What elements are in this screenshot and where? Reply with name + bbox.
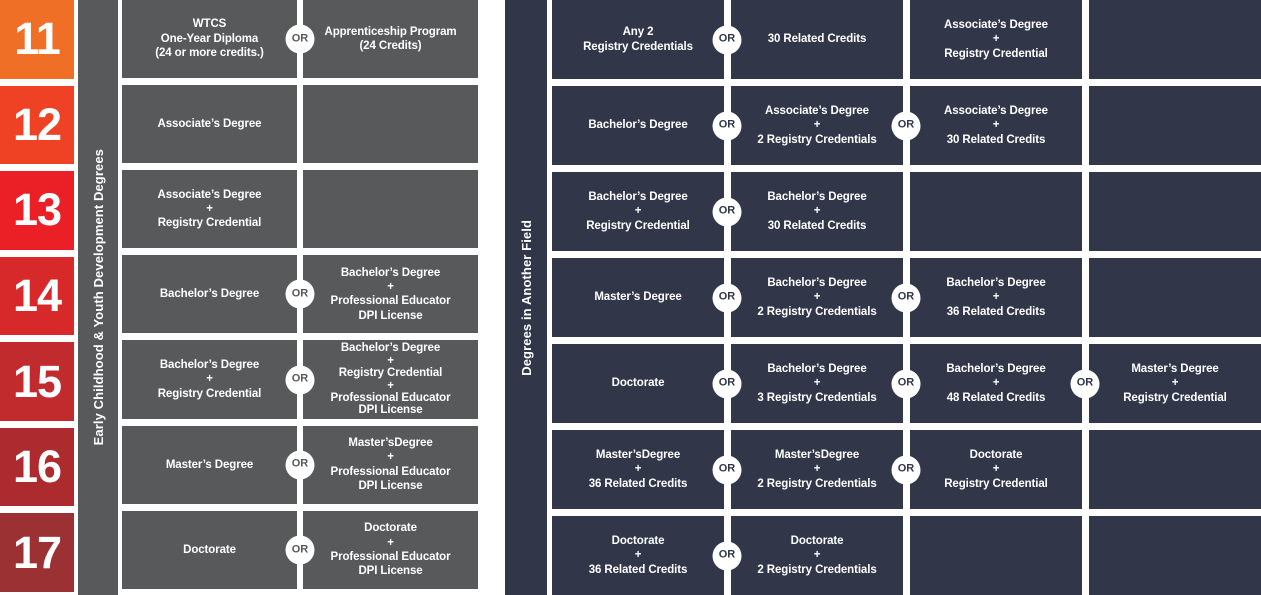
- or-connector: OR: [712, 25, 742, 54]
- or-connector: OR: [712, 283, 742, 312]
- empty-cell: [1089, 0, 1261, 79]
- level-number-14: 14: [0, 256, 74, 336]
- degree-cell: Associate’s Degree+30 Related Credits: [910, 86, 1082, 165]
- left-section-label: Early Childhood & Youth Development Degr…: [90, 149, 106, 446]
- empty-cell: [1089, 516, 1261, 595]
- degree-cell: Apprenticeship Program(24 Credits): [303, 0, 478, 79]
- degree-cell: Bachelor’s Degree+30 Related Credits: [731, 172, 903, 251]
- level-number-15: 15: [0, 342, 74, 421]
- empty-cell: [1089, 172, 1261, 251]
- degree-row: Associate’s Degree+Registry Credential: [122, 170, 478, 249]
- degree-cell: Doctorate+2 Registry Credentials: [731, 516, 903, 595]
- degree-cell: Associate’s Degree+Registry Credential: [910, 0, 1082, 79]
- empty-cell: [1089, 258, 1261, 337]
- degree-cell: Master’s Degree+Registry Credential: [1089, 344, 1261, 423]
- or-connector: OR: [285, 279, 315, 309]
- degree-cell: Doctorate+Registry Credential: [910, 430, 1082, 509]
- degree-cell: Bachelor’s Degree+2 Registry Credentials…: [731, 258, 921, 337]
- empty-cell: [910, 172, 1082, 251]
- degree-cell: Associate’s Degree+Registry Credential: [122, 170, 297, 249]
- or-connector: OR: [891, 455, 921, 484]
- or-connector: OR: [285, 450, 315, 480]
- level-number-12: 12: [0, 85, 74, 165]
- or-connector: OR: [712, 197, 742, 226]
- empty-cell: [303, 170, 478, 249]
- empty-cell: [1089, 86, 1261, 165]
- or-connector: OR: [285, 535, 315, 565]
- or-connector: OR: [891, 111, 921, 140]
- right-section-strip: Degrees in Another Field: [505, 0, 547, 595]
- degree-row: Associate’s Degree: [122, 85, 478, 164]
- degree-cell: 30 Related Credits: [731, 0, 903, 79]
- degree-cell: Bachelor’s Degree+Registry Credential+Pr…: [303, 340, 478, 419]
- or-connector: OR: [891, 369, 921, 398]
- level-number-17: 17: [0, 513, 74, 592]
- or-connector: OR: [891, 283, 921, 312]
- empty-cell: [910, 516, 1082, 595]
- degree-cell: Bachelor’s Degree+3 Registry Credentials…: [731, 344, 921, 423]
- level-number-16: 16: [0, 427, 74, 507]
- degree-cell: Associate’s Degree+2 Registry Credential…: [731, 86, 921, 165]
- right-section-label: Degrees in Another Field: [518, 219, 534, 376]
- or-connector: OR: [285, 24, 315, 54]
- empty-cell: [1089, 430, 1261, 509]
- degree-cell: Associate’s Degree: [122, 85, 297, 164]
- empty-cell: [303, 85, 478, 164]
- degree-cell: Bachelor’s Degree+36 Related Credits: [910, 258, 1082, 337]
- or-connector: OR: [712, 541, 742, 570]
- or-connector: OR: [1070, 369, 1100, 398]
- left-section-strip: Early Childhood & Youth Development Degr…: [78, 0, 118, 595]
- or-connector: OR: [712, 369, 742, 398]
- or-connector: OR: [285, 365, 315, 395]
- or-connector: OR: [712, 111, 742, 140]
- level-number-13: 13: [0, 171, 74, 250]
- level-number-11: 11: [0, 0, 74, 79]
- or-connector: OR: [712, 455, 742, 484]
